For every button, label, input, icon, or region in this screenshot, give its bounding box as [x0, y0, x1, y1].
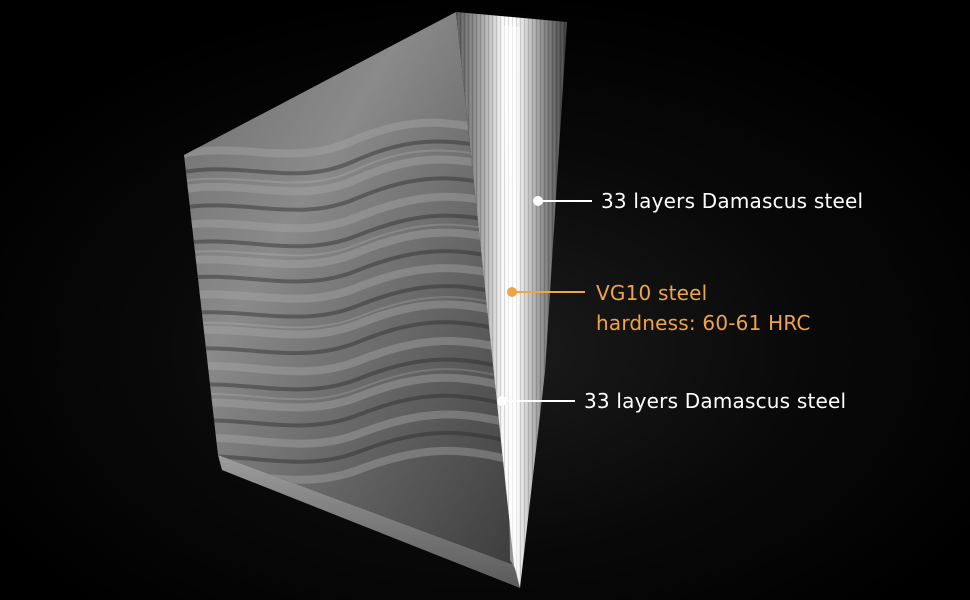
- callout-dot-top: [533, 196, 543, 206]
- blade-bottom-bevel: [218, 455, 520, 588]
- callout-top-label: 33 layers Damascus steel: [601, 189, 864, 213]
- vg10-core-highlight: [503, 25, 520, 575]
- callout-bottom-label: 33 layers Damascus steel: [584, 389, 847, 413]
- callout-middle-label-line1: VG10 steel: [596, 281, 708, 305]
- callout-dot-middle: [507, 287, 517, 297]
- callout-middle-label-line2: hardness: 60-61 HRC: [596, 311, 811, 335]
- blade-face: [184, 12, 514, 565]
- callout-dot-bottom: [497, 396, 507, 406]
